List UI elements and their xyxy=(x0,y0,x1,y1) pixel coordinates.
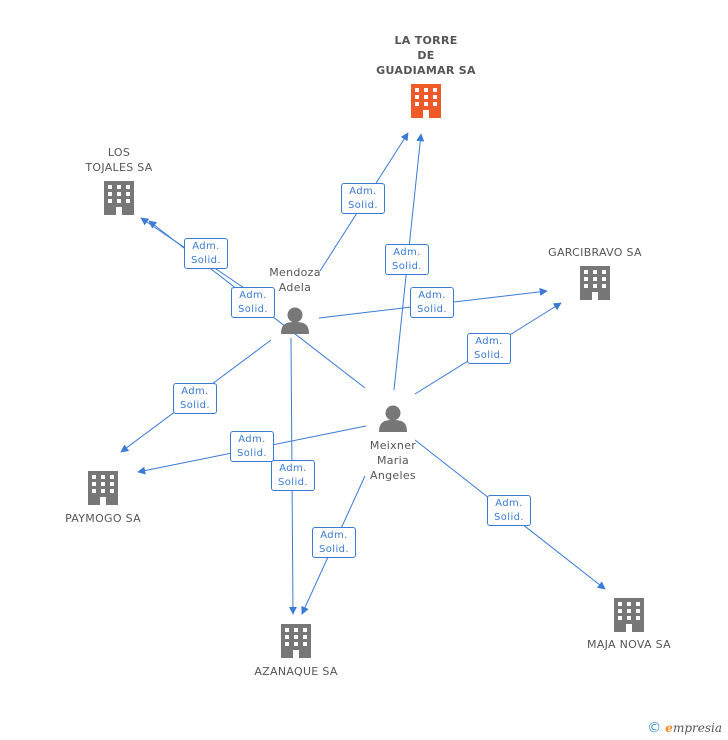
person-icon-mendoza[interactable] xyxy=(281,307,309,335)
building-icon-azanaque[interactable] xyxy=(281,624,311,658)
edge-label-mendoza-to-azanaque[interactable]: Adm. Solid. xyxy=(271,460,315,491)
person-label-mendoza[interactable]: Mendoza Adela xyxy=(269,266,321,294)
building-icon-paymogo[interactable] xyxy=(88,471,118,505)
company-label-paymogo[interactable]: PAYMOGO SA xyxy=(65,512,141,525)
building-icon-la-torre[interactable] xyxy=(411,84,441,118)
brand-logo[interactable]: empresia xyxy=(665,721,722,735)
person-icon-meixner[interactable] xyxy=(379,405,407,433)
building-icon-maja-nova[interactable] xyxy=(614,598,644,632)
footer-credit: © empresia xyxy=(647,720,722,736)
company-label-azanaque[interactable]: AZANAQUE SA xyxy=(254,665,338,678)
copyright-icon: © xyxy=(647,720,662,736)
edge-label-meixner-to-maja-nova[interactable]: Adm. Solid. xyxy=(487,495,531,526)
edge-label-meixner-to-la-torre[interactable]: Adm. Solid. xyxy=(385,244,429,275)
person-label-meixner[interactable]: Meixner Maria Angeles xyxy=(369,439,417,482)
edge-label-meixner-to-garcibravo[interactable]: Adm. Solid. xyxy=(467,333,511,364)
edge-label-mendoza-to-los-tojales[interactable]: Adm. Solid. xyxy=(184,238,228,269)
company-label-garcibravo[interactable]: GARCIBRAVO SA xyxy=(548,246,642,259)
edge-label-meixner-to-paymogo[interactable]: Adm. Solid. xyxy=(230,431,274,462)
edge-label-mendoza-to-la-torre[interactable]: Adm. Solid. xyxy=(341,183,385,214)
edge-label-meixner-to-azanaque[interactable]: Adm. Solid. xyxy=(312,527,356,558)
edge-label-mendoza-to-garcibravo[interactable]: Adm. Solid. xyxy=(410,287,454,318)
company-label-maja-nova[interactable]: MAJA NOVA SA xyxy=(587,638,671,651)
company-label-los-tojales[interactable]: LOS TOJALES SA xyxy=(85,146,153,174)
building-icon-los-tojales[interactable] xyxy=(104,181,134,215)
edge-label-mendoza-to-paymogo[interactable]: Adm. Solid. xyxy=(173,383,217,414)
company-label-la-torre[interactable]: LA TORRE DE GUADIAMAR SA xyxy=(376,34,476,77)
building-icon-garcibravo[interactable] xyxy=(580,266,610,300)
edge-label-meixner-to-los-tojales[interactable]: Adm. Solid. xyxy=(231,287,275,318)
